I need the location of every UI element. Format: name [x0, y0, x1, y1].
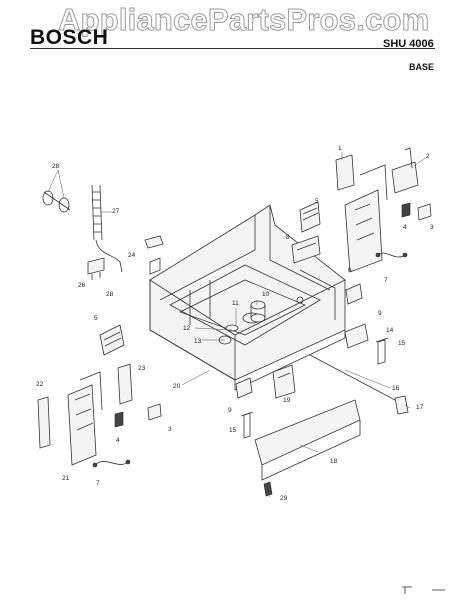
callout-16: 16 — [392, 385, 400, 392]
model-number: SHU 4006 — [383, 38, 434, 50]
sensor-7-right — [375, 252, 408, 258]
callout-23: 23 — [138, 365, 146, 372]
callout-6: 6 — [348, 267, 352, 274]
callout-1: 1 — [338, 145, 342, 152]
callout-29: 29 — [280, 495, 288, 502]
callout-28-bottom: 28 — [106, 291, 114, 298]
callout-14: 14 — [386, 327, 394, 334]
side-panel-21 — [67, 371, 103, 466]
callout-7-right: 7 — [384, 277, 388, 284]
bracket-23 — [117, 363, 133, 405]
part-26 — [87, 257, 105, 280]
screw-29 — [263, 481, 273, 497]
callout-8: 8 — [286, 234, 290, 241]
kickplate-18 — [254, 399, 361, 481]
callout-12: 12 — [183, 325, 191, 332]
part-9-left — [235, 377, 253, 399]
callout-10: 10 — [262, 291, 270, 298]
callout-labels: 1 2 3 4 5 6 7 8 9 10 11 12 13 14 15 16 1… — [36, 145, 434, 502]
callout-4-left: 4 — [116, 437, 120, 444]
watermark: AppliancePartsPros.com — [57, 2, 430, 38]
callout-4-right: 4 — [403, 224, 407, 231]
part-8 — [291, 235, 321, 264]
section-title: BASE — [409, 62, 435, 72]
callout-9-right: 9 — [378, 310, 382, 317]
element-5-left — [99, 324, 125, 356]
foot-17 — [394, 395, 409, 415]
part-9-right — [345, 283, 363, 305]
part-3-left — [147, 403, 162, 421]
callout-17: 17 — [416, 404, 424, 411]
side-panel-6 — [344, 164, 388, 273]
part-24 — [144, 235, 164, 275]
part-4-right — [401, 202, 411, 218]
callout-18: 18 — [330, 458, 338, 465]
callout-7-left: 7 — [96, 480, 100, 487]
part-14 — [344, 323, 369, 349]
element-5-right — [299, 201, 321, 233]
header-rule — [30, 48, 435, 49]
callout-15-right: 15 — [398, 340, 406, 347]
callout-11: 11 — [232, 300, 239, 307]
callout-15-left: 15 — [229, 427, 237, 434]
callout-9-left: 9 — [228, 407, 232, 414]
screw-15-right — [375, 337, 389, 365]
bracket-1 — [335, 154, 355, 191]
part-3-right — [417, 203, 432, 221]
hose-27 — [91, 184, 123, 273]
clamps-28 — [42, 190, 71, 213]
callout-5-left: 5 — [94, 315, 98, 322]
callout-28-top: 28 — [52, 163, 60, 170]
callout-13: 13 — [194, 338, 202, 345]
part-4-left — [114, 411, 124, 428]
callout-3-left: 3 — [168, 426, 172, 433]
callout-20: 20 — [173, 383, 181, 390]
base-tub — [149, 204, 346, 391]
sensor-7-left — [92, 459, 131, 468]
callout-24: 24 — [128, 252, 136, 259]
brand-logo: BOSCH — [30, 26, 109, 49]
callout-3-right: 3 — [430, 224, 434, 231]
pump-components — [225, 300, 266, 332]
callout-5-right: 5 — [315, 198, 319, 205]
part-19 — [272, 364, 296, 399]
callout-21: 21 — [62, 475, 70, 482]
callout-26: 26 — [78, 282, 86, 289]
rod-16 — [309, 354, 396, 401]
callout-2: 2 — [426, 153, 430, 160]
bracket-2 — [391, 147, 419, 194]
page-corner-marks — [402, 586, 445, 594]
callout-19: 19 — [283, 397, 291, 404]
callout-22: 22 — [36, 381, 44, 388]
callout-27: 27 — [112, 208, 120, 215]
screw-15-left — [240, 411, 254, 439]
part-22 — [37, 396, 51, 449]
leader-lines — [47, 152, 426, 498]
